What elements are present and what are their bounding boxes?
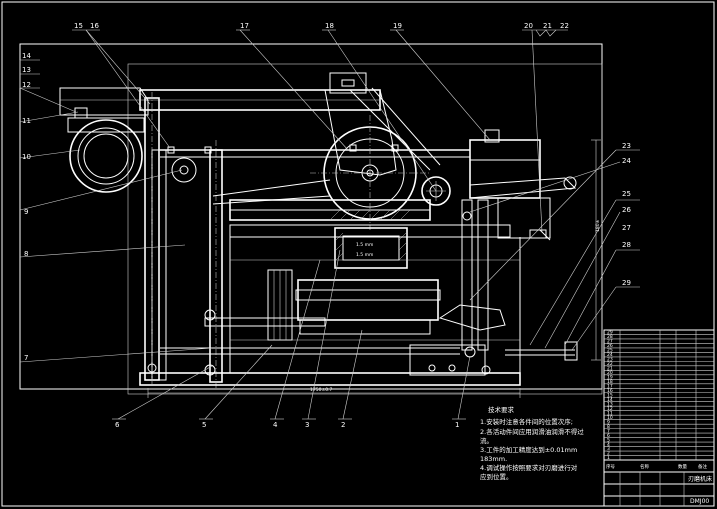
part-number: 13 xyxy=(22,66,31,74)
title-block-row-number: 3 xyxy=(607,446,610,452)
tech-note-line: 1.安装时注意各件间的位置次序; xyxy=(480,417,573,426)
tech-note-line: 3.工件的加工精度达到±0.01mm xyxy=(480,445,577,454)
title-block-row-number: 13 xyxy=(607,401,613,407)
tech-note-line: 2.各活动件间应用润滑油润滑不得过 xyxy=(480,427,584,436)
part-number: 20 xyxy=(524,22,533,30)
title-block-row-number: 29 xyxy=(607,330,613,336)
title-block-row-number: 11 xyxy=(607,410,613,416)
title-block-row-number: 22 xyxy=(607,361,613,367)
tech-note-line: 应到位置。 xyxy=(480,472,513,481)
part-number: 23 xyxy=(622,142,631,150)
part-number: 4 xyxy=(273,421,278,429)
title-block-row-number: 24 xyxy=(607,352,613,358)
part-number: 6 xyxy=(115,421,120,429)
cutter-blade xyxy=(438,304,506,331)
title-block-header: 名称 xyxy=(640,463,649,470)
tech-note-line: 4.调试操作按照要求对刃磨进行对 xyxy=(480,463,578,472)
part-number: 1 xyxy=(455,421,459,429)
part-number: 22 xyxy=(560,22,569,30)
housing-top-label: 1.5 mm xyxy=(356,242,373,248)
title-block-row-number: 10 xyxy=(607,415,613,421)
part-number: 10 xyxy=(22,153,31,161)
part-number: 14 xyxy=(22,52,31,60)
title-block-row-number: 9 xyxy=(607,419,610,425)
title-block-row-number: 21 xyxy=(607,366,613,372)
title-block-row-number: 14 xyxy=(607,397,613,403)
part-number: 3 xyxy=(305,421,309,429)
part-number: 9 xyxy=(24,208,28,216)
drawing-code: DMJ00 xyxy=(690,498,709,505)
title-block-row-number: 25 xyxy=(607,348,613,354)
title-block: 2928272625242322212019181716151413121110… xyxy=(603,329,715,507)
part-number: 5 xyxy=(202,421,206,429)
part-number: 12 xyxy=(22,81,31,89)
left-pulley xyxy=(69,119,143,193)
title-block-header: 数量 xyxy=(678,463,687,470)
part-number: 24 xyxy=(622,157,631,165)
title-block-row-number: 28 xyxy=(607,334,613,340)
part-number: 17 xyxy=(240,22,249,30)
title-block-row-number: 16 xyxy=(607,388,613,394)
part-number: 15 xyxy=(74,22,83,30)
tech-note-line: 183mm. xyxy=(480,455,507,463)
title-block-row-number: 1 xyxy=(607,455,610,461)
tech-note-line: 流。 xyxy=(480,436,493,445)
title-block-row-number: 17 xyxy=(607,383,613,389)
technical-notes: 技术要求 1.安装时注意各件间的位置次序; 2.各活动件间应用润滑油润滑不得过 … xyxy=(480,405,584,481)
title-block-header: 备注 xyxy=(698,463,707,470)
part-number: 18 xyxy=(325,22,334,30)
title-block-row-number: 2 xyxy=(607,451,610,457)
title-block-row-number: 23 xyxy=(607,357,613,363)
spindle-housing xyxy=(334,227,408,269)
part-number: 8 xyxy=(24,250,28,258)
small-pulley xyxy=(171,157,197,183)
part-number: 7 xyxy=(24,354,28,362)
part-number: 11 xyxy=(22,117,31,125)
part-labels: 1 2 3 4 5 6 7 8 9 10 11 12 13 14 15 16 1… xyxy=(22,22,631,429)
title-block-row-number: 18 xyxy=(607,379,613,385)
part-number: 2 xyxy=(341,421,345,429)
leader-lines xyxy=(19,29,640,420)
part-number: 28 xyxy=(622,241,631,249)
title-block-row-number: 8 xyxy=(607,424,610,430)
title-block-row-number: 20 xyxy=(607,370,613,376)
part-number: 25 xyxy=(622,190,631,198)
title-block-row-number: 5 xyxy=(607,437,610,443)
tech-notes-title: 技术要求 xyxy=(488,405,515,414)
title-block-row-number: 4 xyxy=(607,442,610,448)
right-motor xyxy=(469,139,541,199)
gear-wheel xyxy=(421,176,451,206)
title-block-row-number: 27 xyxy=(607,339,613,345)
part-number: 19 xyxy=(393,22,402,30)
housing-bottom-label: 1.5 mm xyxy=(356,252,373,258)
part-number: 29 xyxy=(622,279,631,287)
title-block-row-number: 19 xyxy=(607,375,613,381)
drawing-frame xyxy=(19,43,603,390)
part-number: 21 xyxy=(543,22,552,30)
part-number: 27 xyxy=(622,224,631,232)
part-number: 26 xyxy=(622,206,631,214)
dimension-bottom: 1750±0.7 xyxy=(310,387,333,393)
inner-frame xyxy=(127,63,603,395)
drawing-name: 刃磨机床 xyxy=(688,475,712,483)
title-block-row-number: 6 xyxy=(607,433,610,439)
dimension-right: 180± xyxy=(595,219,601,232)
part-number: 16 xyxy=(90,22,99,30)
table-hatch xyxy=(329,209,411,221)
title-block-row-number: 15 xyxy=(607,392,613,398)
machine-body: 1.5 mm 1.5 mm xyxy=(59,72,601,398)
title-block-row-number: 26 xyxy=(607,343,613,349)
title-block-row-number: 7 xyxy=(607,428,610,434)
title-block-header: 序号 xyxy=(606,463,615,470)
title-block-row-number: 12 xyxy=(607,406,613,412)
